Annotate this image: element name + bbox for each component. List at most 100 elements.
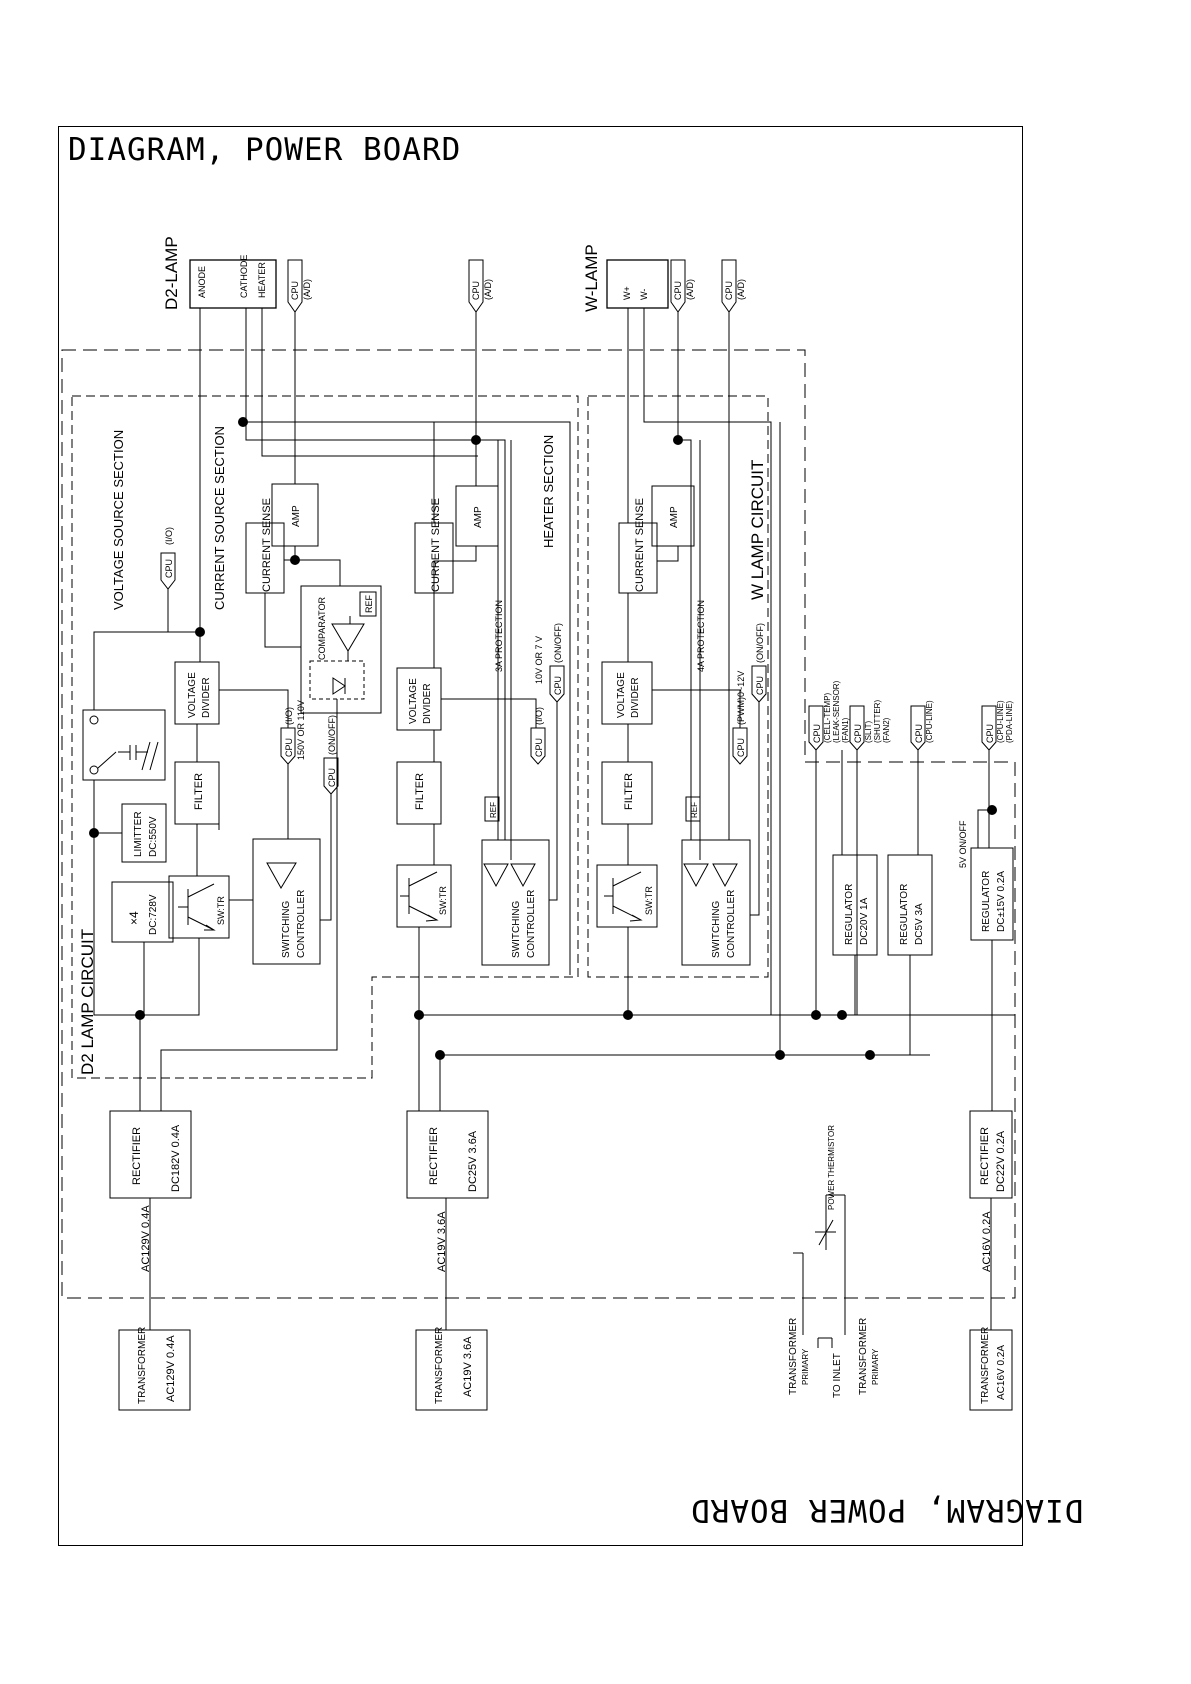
junction-3 <box>673 435 683 445</box>
junction-6 <box>89 828 99 838</box>
cpu-io-label: CPU <box>164 559 174 578</box>
cpu-w2-ad: (A/D) <box>736 279 746 300</box>
signal-4a-protection: 4A PROTECTION <box>696 600 706 672</box>
filter-heater-label: FILTER <box>414 773 426 810</box>
cpu-onoff-w-signal: (ON/OFF) <box>755 623 765 663</box>
comparator-label: COMPARATOR <box>317 596 327 660</box>
current-sense-d2-label: CURRENT SENSE <box>261 498 273 592</box>
regulator-5v-label: REGULATOR <box>899 884 910 945</box>
voltage-divider-d2-line1: VOLTAGE <box>187 672 198 718</box>
junction-1 <box>238 417 248 427</box>
filter-w <box>601 761 653 825</box>
sw-ctrl-heater-line2: CONTROLLER <box>526 890 537 958</box>
cpu-tag-onoff-d2 <box>323 757 339 795</box>
w-lamp-circuit-label: W LAMP CIRCUIT <box>748 460 767 600</box>
sw-tr-d2-symbol <box>178 883 216 931</box>
transformer-2-label: TRANSFORMER <box>434 1327 445 1404</box>
cpu-group4-label: CPU <box>985 724 995 743</box>
sw-ctrl-heater-line1: SWITCHING <box>511 901 522 958</box>
w-pin-plus: W+ <box>622 286 632 300</box>
voltage-divider-d2-line2: DIVIDER <box>201 677 212 718</box>
junction-8 <box>414 1010 424 1020</box>
voltage-divider-w <box>601 661 653 725</box>
switching-controller-d2 <box>252 838 321 965</box>
limitter-line2: DC:550V <box>148 816 159 857</box>
sw-ctrl-d2-line1: SWITCHING <box>281 901 292 958</box>
transformer-1-rating: AC129V 0.4A <box>165 1335 177 1402</box>
d2-lamp-circuit-boundary <box>71 395 579 1079</box>
switching-controller-heater <box>481 839 550 966</box>
regulator-5v-rating: DC5V 3A <box>914 903 925 945</box>
filter-d2-label: FILTER <box>193 773 205 810</box>
switch-node-1 <box>89 715 99 725</box>
signal-10v-7v: 10V OR 7 V <box>534 636 544 684</box>
d2-lamp-label: D2-LAMP <box>162 236 181 310</box>
rectifier-3-dc: DC22V 0.2A <box>995 1130 1007 1192</box>
cpu-group3-label: CPU <box>914 724 924 743</box>
cpu-150v-io: (I/O) <box>284 707 294 725</box>
current-sense-w <box>618 522 658 594</box>
w-lamp-circuit-boundary <box>587 395 769 978</box>
junction-11 <box>837 1010 847 1020</box>
current-sense-w-label: CURRENT SENSE <box>634 498 646 592</box>
regulator-20v <box>832 854 878 956</box>
junction-10 <box>811 1010 821 1020</box>
cpu-tag-io <box>160 552 176 590</box>
sw-ctrl-d2-line2: CONTROLLER <box>296 890 307 958</box>
multiplier-line2: DC:728V <box>148 894 159 935</box>
cpu-onoff-d2-signal: (ON/OFF) <box>327 715 337 755</box>
cpu-tag-w1 <box>670 259 686 313</box>
wires-d2-a <box>160 308 506 1111</box>
comparator-ref-label: REF <box>364 594 374 613</box>
comparator-op-amp <box>331 623 365 652</box>
cpu-tag-group2 <box>849 705 865 751</box>
comparator-ref <box>359 591 377 617</box>
limitter <box>121 803 167 863</box>
junction-7 <box>135 1010 145 1020</box>
cpu-tag-onoff-heater <box>549 665 565 703</box>
cpu-tag-group4 <box>981 705 997 751</box>
cpu-group2-label: CPU <box>853 724 863 743</box>
junction-12 <box>435 1050 445 1060</box>
sw-tr-w-label: SW:TR <box>644 886 654 915</box>
sw-tr-w-symbol <box>604 871 643 922</box>
voltage-multiplier <box>111 881 174 943</box>
multiplier-line1: ×4 <box>127 911 141 925</box>
voltage-divider-w-line1: VOLTAGE <box>616 672 627 718</box>
amp-w <box>651 485 695 547</box>
rectifier-25v <box>406 1110 489 1199</box>
rectifier-2-ac: AC19V 3.6A <box>436 1211 448 1272</box>
switch-node-2 <box>89 765 99 775</box>
regulator-20v-rating: DC20V 1A <box>859 897 870 945</box>
signal-5v-onoff: 5V ON/OFF <box>958 820 968 868</box>
primary-label-1: PRIMARY <box>801 1348 810 1385</box>
regulator-20v-label: REGULATOR <box>844 884 855 945</box>
cpu-group2-sig3: (FAN2) <box>882 717 891 743</box>
junction-5 <box>195 627 205 637</box>
w-lamp-label: W-LAMP <box>582 244 601 312</box>
regulator-5v <box>887 854 933 956</box>
d2-pin-heater: HEATER <box>257 262 267 298</box>
signal-150v-110v: 150V OR 110V <box>296 700 306 760</box>
w-pin-minus: W- <box>639 289 649 300</box>
cpu-group4-sig1: (CPU-LINE) <box>996 700 1005 743</box>
regulator-15v-rating: DC±15V 0.2A <box>996 871 1007 932</box>
optocoupler <box>309 660 365 700</box>
rectifier-3-label: RECTIFIER <box>979 1127 991 1185</box>
diagram-frame <box>58 126 1023 1546</box>
filter-heater <box>396 761 442 825</box>
junction-2 <box>471 435 481 445</box>
sw-ctrl-heater-amps <box>483 863 536 888</box>
cpu-d2-label: CPU <box>290 281 300 300</box>
cpu-w1-label: CPU <box>673 281 683 300</box>
cpu-tag-d2 <box>287 259 303 313</box>
transformer-1-label: TRANSFORMER <box>137 1327 148 1404</box>
cpu-150v-label: CPU <box>284 738 294 757</box>
d2-switch-block <box>82 709 166 781</box>
inlet-connector <box>817 1337 833 1348</box>
voltage-divider-heater-line1: VOLTAGE <box>408 678 419 724</box>
d2-pin-anode: ANODE <box>197 266 207 298</box>
switch-capacitor <box>97 741 159 771</box>
cpu-group2-sig1: (SLIT) <box>864 720 873 743</box>
ref-w-label: REF <box>690 802 699 818</box>
